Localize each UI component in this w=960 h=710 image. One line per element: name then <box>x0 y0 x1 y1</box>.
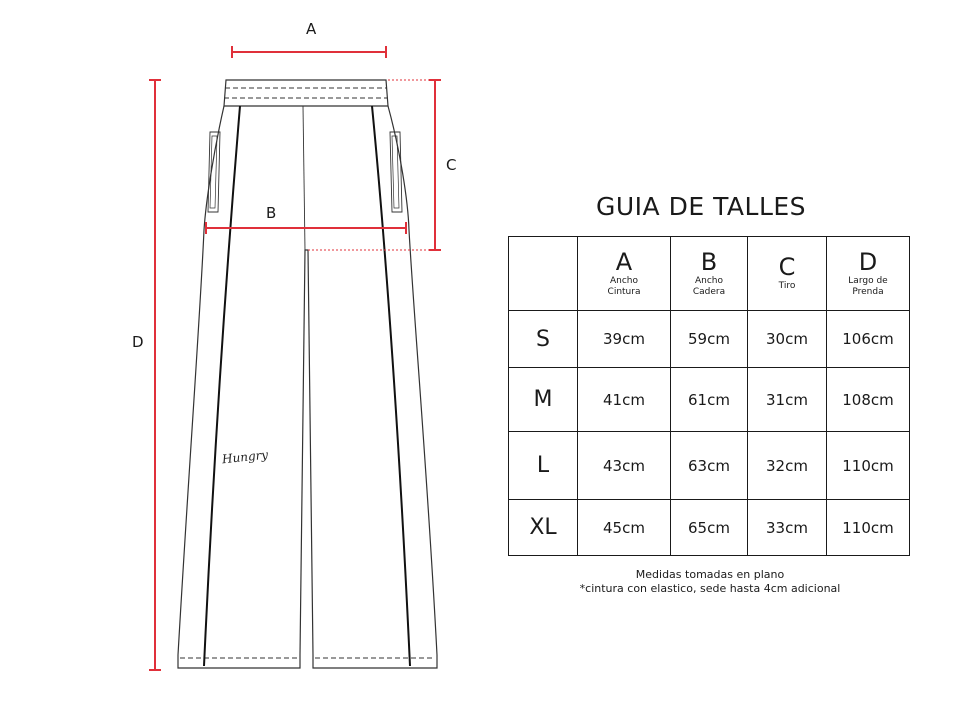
value-cell: 39cm <box>577 310 671 368</box>
table-row: L 43cm 63cm 32cm 110cm <box>508 431 910 500</box>
value-cell: 61cm <box>670 367 748 432</box>
measure-lines <box>149 46 441 671</box>
value-cell: 110cm <box>826 431 910 500</box>
value-cell: 33cm <box>747 499 827 556</box>
size-guide-title: GUIA DE TALLES <box>596 192 807 221</box>
size-label: XL <box>508 499 578 556</box>
value-cell: 110cm <box>826 499 910 556</box>
table-row: M 41cm 61cm 31cm 108cm <box>508 367 910 432</box>
value-cell: 63cm <box>670 431 748 500</box>
size-label: M <box>508 367 578 432</box>
value-cell: 45cm <box>577 499 671 556</box>
label-c: C <box>446 156 457 174</box>
value-cell: 59cm <box>670 310 748 368</box>
value-cell: 106cm <box>826 310 910 368</box>
note-line: *cintura con elastico, sede hasta 4cm ad… <box>579 582 841 595</box>
pants-diagram <box>149 46 441 671</box>
note-line: Medidas tomadas en plano <box>635 568 785 581</box>
size-label: L <box>508 431 578 500</box>
measurement-notes: Medidas tomadas en plano *cintura con el… <box>560 568 860 596</box>
label-d: D <box>132 333 144 351</box>
table-row: XL 45cm 65cm 33cm 110cm <box>508 499 910 556</box>
header-empty-cell <box>508 236 578 311</box>
table-header-row: A Ancho Cintura B Ancho Cadera C Tiro D … <box>508 236 910 311</box>
value-cell: 30cm <box>747 310 827 368</box>
header-col-a: A Ancho Cintura <box>577 236 671 311</box>
value-cell: 43cm <box>577 431 671 500</box>
table-row: S 39cm 59cm 30cm 106cm <box>508 310 910 368</box>
value-cell: 41cm <box>577 367 671 432</box>
header-col-d: D Largo de Prenda <box>826 236 910 311</box>
header-col-c: C Tiro <box>747 236 827 311</box>
pants-outline <box>177 79 438 669</box>
header-col-b: B Ancho Cadera <box>670 236 748 311</box>
value-cell: 31cm <box>747 367 827 432</box>
value-cell: 65cm <box>670 499 748 556</box>
label-a: A <box>306 20 317 38</box>
side-stripes <box>203 105 411 667</box>
label-b: B <box>266 204 277 222</box>
size-label: S <box>508 310 578 368</box>
value-cell: 108cm <box>826 367 910 432</box>
value-cell: 32cm <box>747 431 827 500</box>
size-table: A Ancho Cintura B Ancho Cadera C Tiro D … <box>508 236 910 556</box>
